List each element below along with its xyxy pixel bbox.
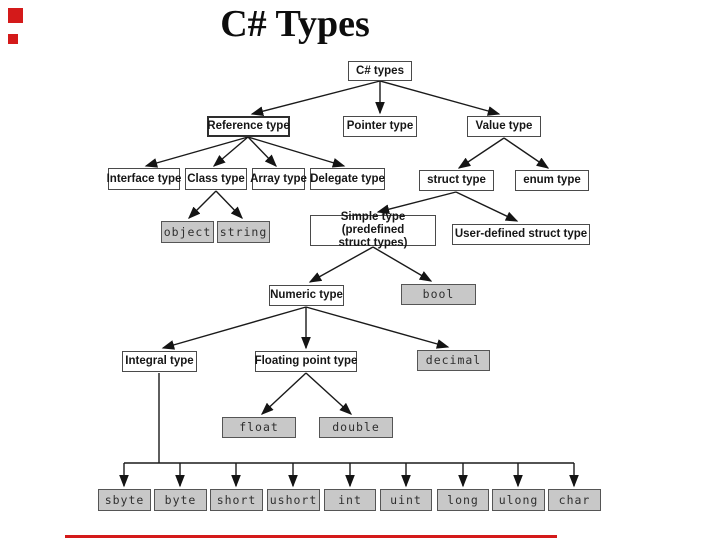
node-simple-type-line1: Simple type (predefined — [340, 211, 406, 236]
node-char: char — [548, 489, 601, 511]
node-numeric-type: Numeric type — [269, 285, 344, 306]
slide-title: C# Types — [220, 3, 370, 45]
node-uint: uint — [380, 489, 432, 511]
node-ushort: ushort — [267, 489, 320, 511]
node-float: float — [222, 417, 296, 438]
node-csharp-types: C# types — [348, 61, 412, 81]
node-short: short — [210, 489, 263, 511]
node-interface-type: Interface type — [107, 168, 181, 190]
node-array-type: Array type — [250, 168, 307, 190]
node-byte: byte — [154, 489, 207, 511]
node-sbyte: sbyte — [98, 489, 151, 511]
node-object: object — [161, 221, 214, 243]
node-class-type: Class type — [185, 168, 247, 190]
node-floating-point-type: Floating point type — [255, 351, 357, 372]
node-decimal: decimal — [417, 350, 490, 371]
node-struct-type: struct type — [419, 170, 494, 191]
node-string: string — [217, 221, 270, 243]
node-user-defined-struct-type: User-defined struct type — [452, 224, 590, 245]
node-long: long — [437, 489, 489, 511]
node-simple-type: Simple type (predefined struct types) — [310, 211, 436, 249]
accent-square-large — [8, 8, 23, 23]
node-ulong: ulong — [492, 489, 545, 511]
node-integral-type: Integral type — [122, 351, 197, 372]
node-int: int — [324, 489, 376, 511]
node-delegate-type: Delegate type — [310, 168, 385, 190]
node-value-type: Value type — [467, 116, 541, 137]
node-enum-type: enum type — [515, 170, 589, 191]
node-pointer-type: Pointer type — [343, 116, 417, 137]
accent-square-small — [8, 34, 18, 44]
node-bool: bool — [401, 284, 476, 305]
node-double: double — [319, 417, 393, 438]
accent-bottom-rule — [65, 535, 557, 538]
node-simple-type-line2: struct types) — [338, 237, 408, 249]
node-reference-type: Reference type — [207, 116, 290, 137]
